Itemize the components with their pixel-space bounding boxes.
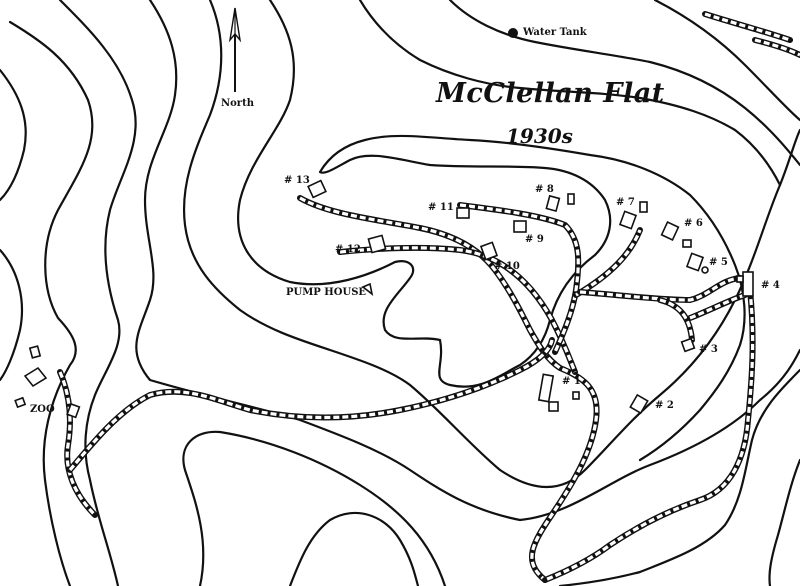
building-footprint-icon [537,373,555,403]
contour-line [0,248,24,382]
building-footprint-icon [629,393,649,415]
site-label-8: # 8 [535,184,554,195]
site-label-12: # 12 [335,244,361,255]
building-footprint-icon [367,234,387,254]
contour-line [135,0,800,522]
site-label-9: # 9 [525,234,544,245]
contour-line [288,511,420,586]
building-footprint-icon [545,194,561,213]
building-footprint-icon [680,337,696,353]
building-footprint-icon [14,396,27,409]
site-label-2: # 2 [655,400,674,411]
site-label-3: # 3 [699,344,718,355]
contour-line [653,0,800,122]
building-footprint-icon [736,275,744,283]
north-arrow-icon [228,7,242,92]
road [337,244,578,375]
building-footprint-icon [66,402,81,419]
map-title: McClellan Flat [436,78,665,109]
building-footprint-icon [513,220,527,233]
building-footprint-icon [567,193,575,205]
building-footprint-icon [701,266,709,274]
site-label-13: # 13 [284,175,310,186]
contour-line [237,0,746,462]
north-label: North [221,98,254,109]
site-label-6: # 6 [684,218,703,229]
building-footprint-icon [28,345,42,359]
building-footprint-icon [639,201,648,213]
contour-line [182,430,447,586]
contour-line [0,68,27,202]
road [542,287,756,583]
contour-line [358,0,782,187]
building-footprint-icon [361,282,374,296]
map-subtitle: 1930s [506,124,573,148]
pump-house-label: PUMP HOUSE [286,287,367,298]
water-tank-dot-icon [508,28,518,38]
site-label-5: # 5 [709,257,728,268]
zoo-label: ZOO [30,404,55,415]
road [297,195,600,583]
road [702,11,793,43]
contour-line [558,368,800,586]
site-label-11: # 11 [428,202,454,213]
building-footprint-icon [572,391,580,400]
building-footprint-icon [548,401,559,412]
building-footprint-icon [479,241,499,261]
building-footprint-icon [23,366,48,388]
road [657,297,695,343]
buildings [14,179,754,419]
roads [57,11,800,583]
building-footprint-icon [618,210,638,230]
water-tank-label: Water Tank [523,27,587,38]
building-footprint-icon [682,239,692,248]
building-footprint-icon [660,221,680,241]
contour-line [58,0,137,586]
site-label-7: # 7 [616,197,635,208]
site-label-4: # 4 [761,280,780,291]
building-footprint-icon [307,179,327,199]
contour-line [8,20,94,586]
site-label-1: # 1 [562,376,581,387]
building-footprint-icon [685,252,705,272]
contour-line [448,0,800,167]
building-footprint-icon [742,271,754,297]
contour-line [768,458,800,586]
site-label-10: # 10 [494,261,520,272]
building-footprint-icon [456,207,470,219]
